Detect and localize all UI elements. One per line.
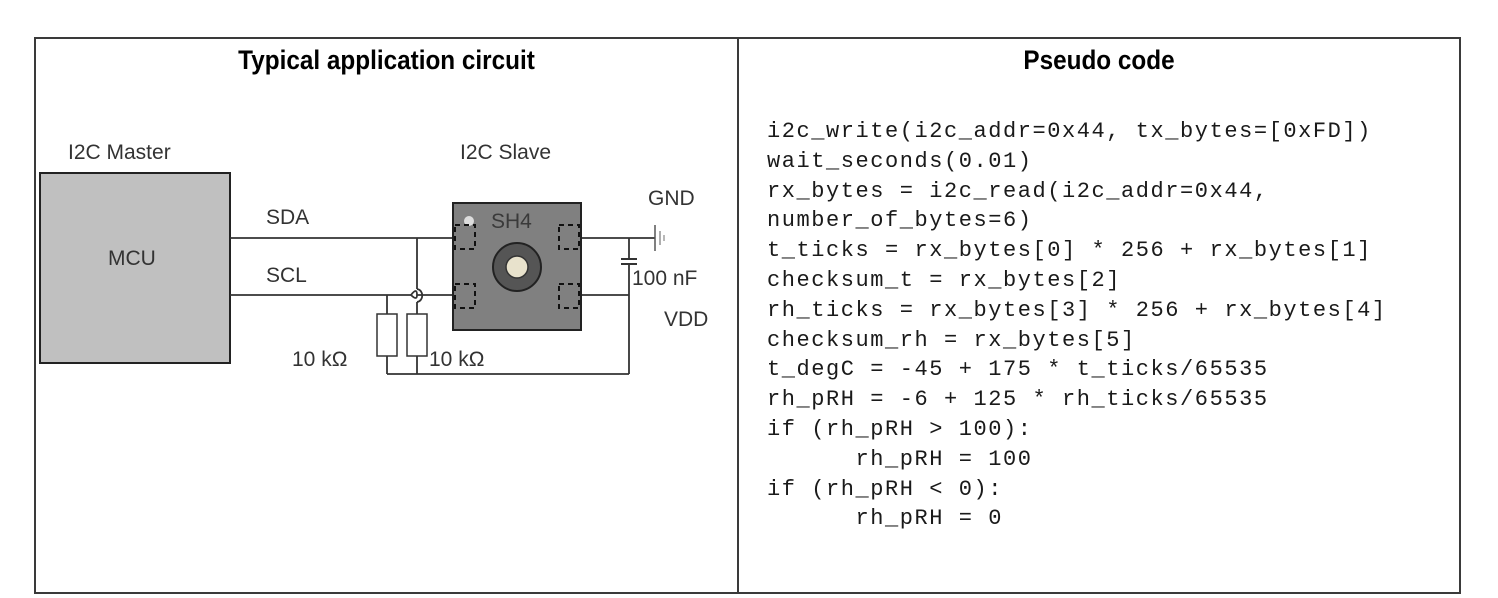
pseudo-code-block: i2c_write(i2c_addr=0x44, tx_bytes=[0xFD]…	[767, 117, 1387, 534]
code-line: checksum_t = rx_bytes[2]	[767, 267, 1122, 293]
code-line: wait_seconds(0.01)	[767, 148, 1033, 174]
capacitor-gap	[622, 259, 636, 264]
code-line: number_of_bytes=6)	[767, 208, 1033, 234]
application-circuit-diagram: .w{stroke:#333;stroke-width:1.8;} I2C Ma…	[36, 39, 737, 592]
sda-pullup-hop	[416, 288, 424, 303]
mcu-block	[39, 172, 231, 364]
code-line: rh_ticks = rx_bytes[3] * 256 + rx_bytes[…	[767, 297, 1387, 323]
sda-label: SDA	[266, 206, 310, 229]
code-line: rx_bytes = i2c_read(i2c_addr=0x44,	[767, 178, 1269, 204]
scl-crossing-bridge	[410, 290, 418, 299]
capacitor-label: 100 nF	[632, 267, 698, 290]
column-divider	[737, 39, 739, 592]
pad-bottom-left	[454, 283, 476, 309]
resistor-sda	[406, 313, 428, 357]
code-line: if (rh_pRH > 100):	[767, 416, 1033, 442]
code-line: rh_pRH = 0	[767, 506, 1004, 532]
mcu-label: MCU	[108, 247, 156, 270]
pin1-marker	[464, 216, 474, 226]
pad-top-right	[558, 224, 580, 250]
code-line: if (rh_pRH < 0):	[767, 476, 1004, 502]
circuit-title: Typical application circuit	[238, 45, 535, 75]
code-line: t_ticks = rx_bytes[0] * 256 + rx_bytes[1…	[767, 238, 1372, 264]
pseudo-code-title: Pseudo code	[1023, 45, 1175, 75]
pad-bottom-right	[558, 283, 580, 309]
gnd-label: GND	[648, 187, 695, 210]
i2c-master-label: I2C Master	[68, 141, 171, 164]
resistor-scl	[376, 313, 398, 357]
resistor-1-label: 10 kΩ	[292, 348, 348, 371]
i2c-slave-label: I2C Slave	[460, 141, 552, 164]
pad-top-left	[454, 224, 476, 250]
vdd-label: VDD	[664, 308, 709, 331]
code-line: checksum_rh = rx_bytes[5]	[767, 327, 1136, 353]
code-line: i2c_write(i2c_addr=0x44, tx_bytes=[0xFD]…	[767, 119, 1372, 144]
code-line: t_degC = -45 + 175 * t_ticks/65535	[767, 357, 1269, 383]
sensor-core	[505, 255, 529, 279]
resistor-2-label: 10 kΩ	[429, 348, 485, 371]
scl-label: SCL	[266, 264, 307, 287]
chip-pads	[454, 224, 580, 309]
circuit-svg: .w{stroke:#333;stroke-width:1.8;}	[39, 172, 665, 375]
code-line: rh_pRH = -6 + 125 * rh_ticks/65535	[767, 387, 1269, 413]
chip-label: SH4	[491, 210, 532, 233]
code-line: rh_pRH = 100	[767, 446, 1033, 472]
figure-table: Typical application circuit Pseudo code	[34, 37, 1461, 594]
